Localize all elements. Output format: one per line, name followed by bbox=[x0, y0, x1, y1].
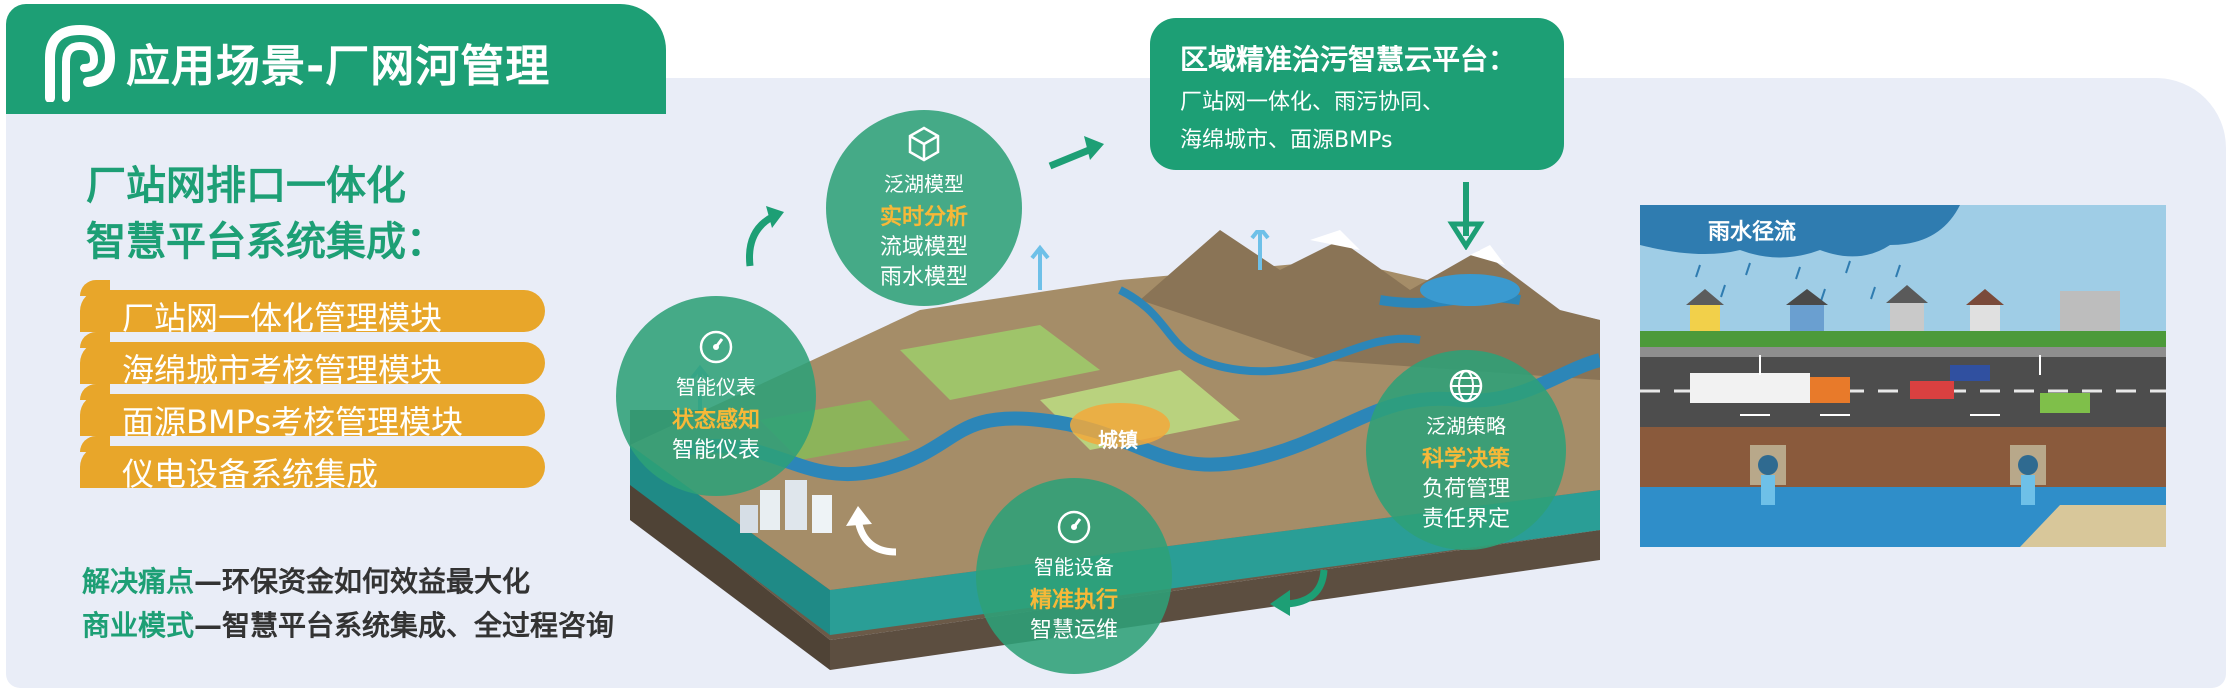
module-label: 面源BMPs考核管理模块 bbox=[122, 403, 463, 441]
gauge-icon bbox=[1057, 510, 1091, 543]
device-circle-highlight: 精准执行 bbox=[1029, 587, 1118, 613]
rain-runoff-illustration bbox=[1640, 205, 2166, 547]
strategy-circle-line-1: 负荷管理 bbox=[1421, 476, 1510, 502]
section-title-line-2: 智慧平台系统集成： bbox=[86, 219, 446, 265]
business-model-label: 商业模式 bbox=[82, 609, 195, 642]
meter-circle: 智能仪表 状态感知 智能仪表 bbox=[616, 296, 816, 496]
business-model-text: —智慧平台系统集成、全过程咨询 bbox=[194, 609, 615, 642]
strategy-circle-line-2: 责任界定 bbox=[1421, 506, 1510, 532]
model-circle-title: 泛湖模型 bbox=[884, 171, 964, 196]
module-item: 海绵城市考核管理模块 bbox=[80, 332, 550, 389]
gauge-icon bbox=[699, 330, 733, 363]
strategy-circle-highlight: 科学决策 bbox=[1421, 446, 1510, 472]
device-circle-line-1: 智慧运维 bbox=[1029, 617, 1118, 643]
down-arrow-icon bbox=[1447, 182, 1485, 250]
strategy-circle: 泛湖策略 科学决策 负荷管理 责任界定 bbox=[1366, 350, 1566, 550]
globe-icon bbox=[1449, 369, 1483, 402]
module-label: 仪电设备系统集成 bbox=[122, 455, 379, 493]
model-circle-highlight: 实时分析 bbox=[879, 204, 968, 230]
cloud-platform-line-1: 厂站网一体化、雨污协同、 bbox=[1180, 90, 1445, 115]
module-item: 厂站网一体化管理模块 bbox=[80, 280, 550, 337]
cloud-platform-line-2: 海绵城市、面源BMPs bbox=[1180, 128, 1393, 153]
meter-circle-highlight: 状态感知 bbox=[671, 407, 760, 433]
pain-point-line: 解决痛点—环保资金如何效益最大化 bbox=[82, 560, 530, 600]
module-list: 厂站网一体化管理模块 海绵城市考核管理模块 面源BMPs考核管理模块 仪电设备系… bbox=[80, 280, 550, 498]
pain-point-label: 解决痛点 bbox=[82, 565, 195, 598]
company-logo-icon bbox=[45, 24, 116, 102]
meter-circle-line-1: 智能仪表 bbox=[671, 437, 760, 463]
page-title: 应用场景-厂网河管理 bbox=[126, 41, 551, 92]
module-label: 海绵城市考核管理模块 bbox=[122, 351, 443, 389]
cycle-arrow-icon bbox=[846, 506, 897, 556]
cycle-arrow-icon bbox=[1048, 136, 1104, 170]
cycle-arrow-icon bbox=[746, 206, 784, 267]
device-circle-title: 智能设备 bbox=[1034, 554, 1114, 579]
cloud-platform-title: 区域精准治污智慧云平台： bbox=[1180, 43, 1517, 76]
meter-circle-title: 智能仪表 bbox=[676, 374, 756, 399]
module-label: 厂站网一体化管理模块 bbox=[122, 299, 443, 337]
model-circle: 泛湖模型 实时分析 流域模型 雨水模型 bbox=[826, 110, 1022, 306]
cloud-platform-box: 区域精准治污智慧云平台： 厂站网一体化、雨污协同、 海绵城市、面源BMPs bbox=[1150, 18, 1564, 170]
module-item: 面源BMPs考核管理模块 bbox=[80, 384, 550, 441]
module-item: 仪电设备系统集成 bbox=[80, 436, 550, 493]
model-circle-line-2: 雨水模型 bbox=[879, 264, 968, 290]
cycle-arrow-icon bbox=[1270, 569, 1328, 616]
header-tab: 应用场景-厂网河管理 bbox=[6, 4, 666, 114]
cube-icon bbox=[908, 126, 940, 161]
section-title-line-1: 厂站网排口一体化 bbox=[86, 163, 406, 209]
section-title: 厂站网排口一体化 智慧平台系统集成： bbox=[86, 158, 446, 270]
strategy-circle-title: 泛湖策略 bbox=[1426, 413, 1506, 438]
business-model-line: 商业模式—智慧平台系统集成、全过程咨询 bbox=[82, 604, 614, 644]
illustration-label: 雨水径流 bbox=[1708, 220, 1797, 245]
town-label: 城镇 bbox=[1098, 428, 1138, 452]
model-circle-line-1: 流域模型 bbox=[879, 234, 968, 260]
device-circle: 智能设备 精准执行 智慧运维 bbox=[976, 478, 1172, 674]
pain-point-text: —环保资金如何效益最大化 bbox=[194, 565, 531, 598]
